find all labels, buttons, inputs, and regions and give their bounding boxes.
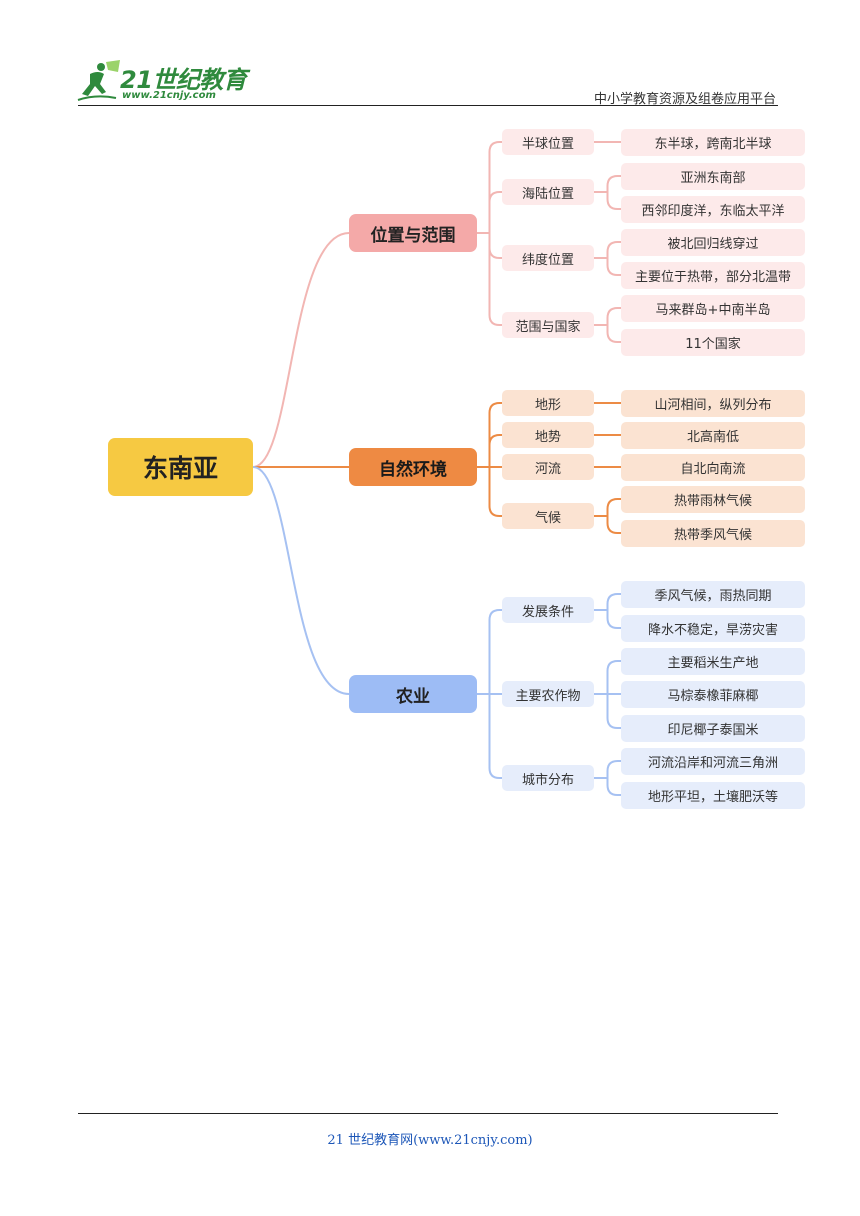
branch-2-sub-1-leaf-1: 马棕泰橡菲麻椰: [621, 680, 805, 708]
branch-2-sub-2-leaf-1: 地形平坦，土壤肥沃等: [621, 781, 805, 809]
branch-0-sub-2-leaf-1: 主要位于热带，部分北温带: [621, 261, 805, 289]
branch-2-sub-0-leaf-1: 降水不稳定，旱涝灾害: [621, 614, 805, 642]
platform-name: 中小学教育资源及组卷应用平台: [593, 92, 776, 107]
site-logo: 21世纪教育 www.21cnjy.com: [76, 58, 247, 104]
branch-2-sub-0-node: 发展条件: [502, 597, 594, 623]
branch-2-sub-1-leaf-0: 主要稻米生产地: [621, 647, 805, 675]
branch-1-sub-0-node: 地形: [502, 390, 594, 416]
branch-1-sub-2-node: 河流: [502, 454, 594, 480]
branch-2-node: 农业: [349, 675, 477, 713]
branch-2-sub-2-leaf-0: 河流沿岸和河流三角洲: [621, 747, 805, 775]
logo-text: 21世纪教育: [120, 66, 247, 94]
branch-0-sub-3-leaf-1: 11个国家: [621, 328, 805, 356]
branch-1-sub-1-node: 地势: [502, 422, 594, 448]
branch-0-sub-1-leaf-0: 亚洲东南部: [621, 162, 805, 190]
runner-icon: [77, 60, 120, 101]
branch-0-sub-1-node: 海陆位置: [502, 179, 594, 205]
branch-0-sub-0-leaf-0: 东半球，跨南北半球: [621, 128, 805, 156]
branch-0-sub-3-leaf-0: 马来群岛+中南半岛: [621, 294, 805, 322]
branch-2-sub-1-leaf-2: 印尼椰子泰国米: [621, 714, 805, 742]
branch-2-sub-0-leaf-0: 季风气候，雨热同期: [621, 580, 805, 608]
branch-1-sub-3-leaf-1: 热带季风气候: [621, 519, 805, 547]
footer-text: 21 世纪教育网(www.21cnjy.com): [327, 1133, 533, 1148]
branch-1-sub-1-leaf-0: 北高南低: [621, 421, 805, 449]
branch-1-sub-3-node: 气候: [502, 503, 594, 529]
branch-1-node: 自然环境: [349, 448, 477, 486]
branch-1-sub-2-leaf-0: 自北向南流: [621, 453, 805, 481]
logo-url: www.21cnjy.com: [122, 90, 216, 101]
branch-0-node: 位置与范围: [349, 214, 477, 252]
footer-rule: [78, 1113, 778, 1114]
branch-0-sub-1-leaf-1: 西邻印度洋，东临太平洋: [621, 195, 805, 223]
branch-2-sub-1-node: 主要农作物: [502, 681, 594, 707]
branch-0-sub-2-leaf-0: 被北回归线穿过: [621, 228, 805, 256]
root-node: 东南亚: [108, 438, 253, 496]
branch-2-sub-2-node: 城市分布: [502, 765, 594, 791]
branch-0-sub-0-node: 半球位置: [502, 129, 594, 155]
branch-1-sub-0-leaf-0: 山河相间，纵列分布: [621, 389, 805, 417]
branch-0-sub-2-node: 纬度位置: [502, 245, 594, 271]
branch-0-sub-3-node: 范围与国家: [502, 312, 594, 338]
branch-1-sub-3-leaf-0: 热带雨林气候: [621, 485, 805, 513]
header-rule: [78, 105, 778, 106]
